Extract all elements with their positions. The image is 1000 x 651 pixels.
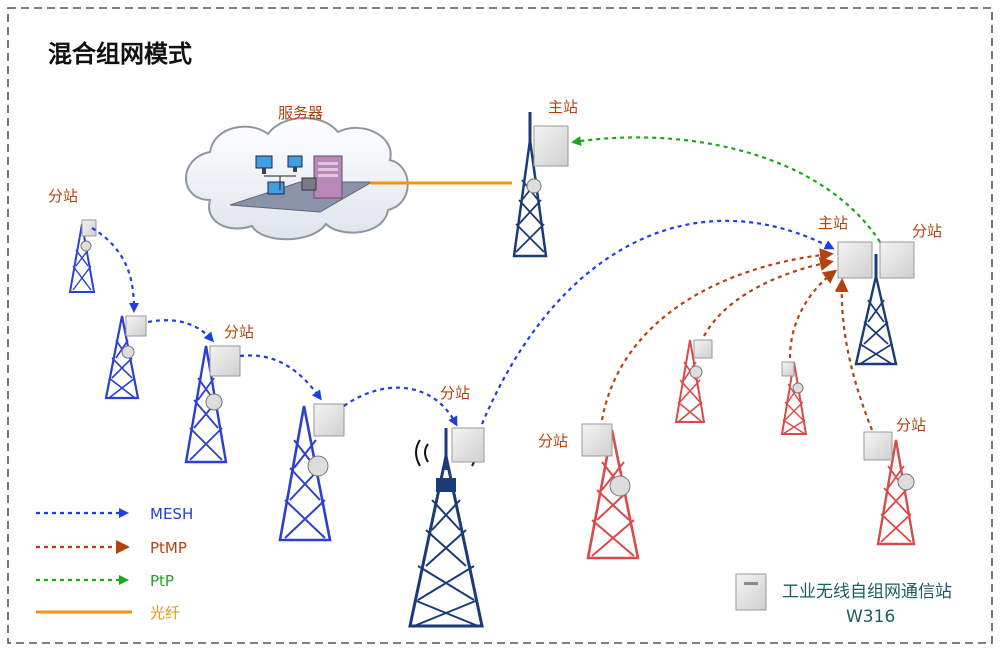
w316-device-icon: [735, 573, 767, 611]
computer-icon: [255, 155, 273, 169]
server-cloud: [185, 117, 409, 241]
sub-station-tower-red-2: [780, 361, 808, 435]
sub-station-tower-center: [408, 427, 485, 628]
product-model: W316: [846, 607, 895, 627]
ptp-link: [571, 136, 881, 243]
sub-station-red-right-label: 分站: [896, 416, 926, 434]
mesh-link: [147, 319, 214, 343]
radio-unit: [781, 361, 795, 377]
radio-unit: [693, 339, 713, 359]
legend-ptmp-label: PtMP: [150, 539, 187, 557]
mesh-link: [239, 354, 322, 401]
workstation-icon: [301, 177, 317, 191]
radio-unit: [209, 345, 241, 377]
sub-station-tower-red-4: [863, 431, 916, 546]
page-title: 混合组网模式: [48, 40, 192, 68]
sub-station-tower-blue-4: [278, 403, 345, 542]
mesh-link: [343, 386, 458, 427]
ptmp-link: [703, 257, 834, 337]
computer-icon: [267, 181, 285, 195]
radio-unit: [451, 427, 485, 463]
sub-station-tower-red-1: [674, 339, 713, 423]
signal-wave-icon: [415, 439, 421, 467]
computer-icon: [287, 155, 303, 168]
sub-station-blue-2-label: 分站: [224, 323, 254, 341]
legend-ptp-label: PtP: [150, 572, 174, 590]
ptmp-link: [600, 248, 834, 421]
main-station-tower-right: [837, 241, 915, 366]
radio-unit: [313, 403, 345, 437]
main-station-right-label: 主站: [818, 214, 848, 232]
sub-station-tower-blue-1: [68, 219, 97, 293]
legend: MESH PtMP PtP 光纤: [36, 505, 193, 622]
outer-frame: [7, 7, 993, 644]
ptmp-link: [834, 278, 874, 431]
radio-unit: [533, 125, 569, 167]
sub-station-tower-blue-3: [184, 345, 241, 464]
legend-mesh-label: MESH: [150, 505, 193, 523]
sub-station-center-label: 分站: [440, 384, 470, 402]
sub-station-left-top-label: 分站: [48, 187, 78, 205]
mesh-link: [91, 227, 139, 313]
server-label: 服务器: [278, 104, 323, 122]
sub-station-right-top-label: 分站: [912, 222, 942, 240]
legend-fiber-label: 光纤: [150, 604, 180, 622]
main-station-tower: [512, 112, 569, 258]
product-name: 工业无线自组网通信站: [782, 582, 952, 602]
main-station-top-label: 主站: [548, 98, 578, 116]
radio-unit: [581, 423, 613, 457]
ptmp-link: [788, 269, 838, 359]
radio-unit: [125, 315, 147, 337]
radio-unit: [879, 241, 915, 279]
radio-unit: [81, 219, 97, 237]
product-info: 工业无线自组网通信站 W316: [735, 573, 952, 627]
sub-station-tower-red-3: [581, 423, 640, 560]
sub-station-red-left-label: 分站: [538, 432, 568, 450]
radio-unit: [863, 431, 893, 461]
radio-unit: [837, 241, 873, 279]
sub-station-tower-blue-2: [104, 315, 147, 400]
